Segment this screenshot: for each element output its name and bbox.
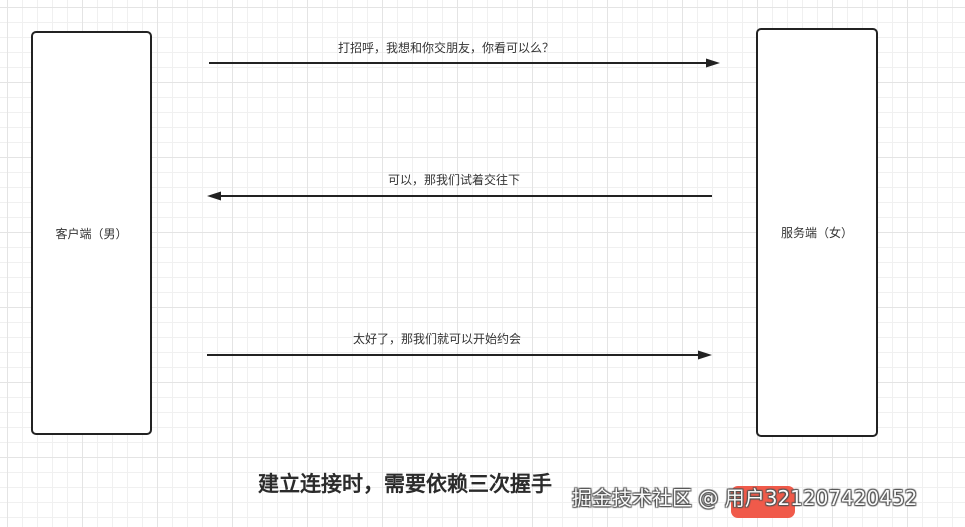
client-actor-label: 客户端（男） [55, 226, 128, 241]
message-label-1: 打招呼，我想和你交朋友，你看可以么？ [337, 41, 555, 55]
server-actor-box: 服务端（女） [756, 28, 878, 437]
watermark-text: 掘金技术社区 @ 用户321207420452 [572, 486, 918, 510]
arrowhead-right-icon [706, 58, 720, 68]
arrowhead-right-icon [698, 350, 712, 360]
arrow-ack [207, 350, 712, 360]
watermark-badge [731, 486, 795, 518]
arrowhead-left-icon [207, 191, 221, 201]
arrow-syn [209, 58, 720, 68]
message-label-3: 太好了，那我们就可以开始约会 [352, 332, 522, 346]
client-actor-box: 客户端（男） [31, 31, 152, 435]
diagram-title: 建立连接时，需要依赖三次握手 [258, 472, 552, 496]
server-actor-label: 服务端（女） [780, 226, 853, 240]
arrow-syn-ack [207, 191, 712, 201]
message-label-2: 可以，那我们试着交往下 [387, 173, 521, 187]
